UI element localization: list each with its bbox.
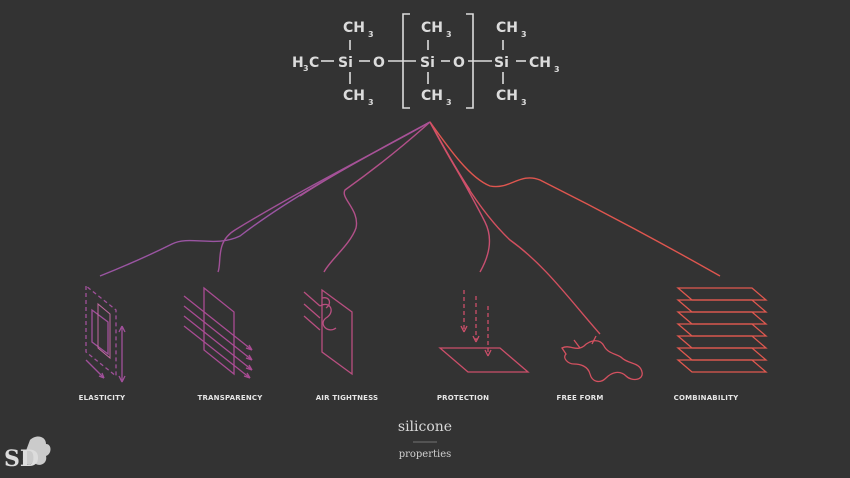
- caption-title: silicone: [398, 419, 452, 435]
- svg-text:3: 3: [521, 98, 527, 107]
- svg-text:CH: CH: [496, 20, 518, 36]
- label-combinability: COMBINABILITY: [674, 394, 739, 402]
- svg-text:CH: CH: [421, 20, 443, 36]
- connector-lines: [99, 121, 721, 335]
- svg-text:CH: CH: [343, 88, 365, 104]
- label-air-tightness: AIR TIGHTNESS: [316, 394, 379, 402]
- free-form-icon: [561, 335, 643, 383]
- elasticity-icon: [85, 284, 126, 383]
- svg-text:3: 3: [446, 98, 452, 107]
- right-ch3-side: CH 3: [529, 55, 560, 74]
- svg-text:3: 3: [368, 98, 374, 107]
- right-ch3-bottom: CH 3: [496, 88, 527, 107]
- h3c-group: H 3 C: [292, 55, 319, 73]
- connector-air-tightness: [323, 121, 431, 273]
- right-ch3-top: CH 3: [496, 20, 527, 39]
- svg-text:H: H: [292, 55, 304, 71]
- svg-text:CH: CH: [421, 88, 443, 104]
- svg-text:C: C: [309, 55, 319, 71]
- bracket-left: [402, 13, 410, 109]
- si-atom-right: Si: [494, 55, 509, 71]
- property-labels: ELASTICITY TRANSPARENCY AIR TIGHTNESS PR…: [79, 394, 739, 402]
- o-atom-right: O: [453, 55, 465, 71]
- connector-free-form: [429, 121, 601, 335]
- si-atom-left: Si: [338, 55, 353, 71]
- si-atom-middle: Si: [420, 55, 435, 71]
- o-atom-left: O: [373, 55, 385, 71]
- mid-ch3-top: CH 3: [421, 20, 452, 39]
- combinability-icon: [676, 287, 768, 373]
- svg-text:CH: CH: [496, 88, 518, 104]
- svg-text:CH: CH: [529, 55, 551, 71]
- connector-protection: [429, 121, 491, 273]
- svg-text:3: 3: [368, 30, 374, 39]
- transparency-icon: [183, 286, 253, 379]
- caption-subtitle: properties: [399, 449, 452, 460]
- sd-logo: SD: [4, 436, 51, 472]
- mid-ch3-bottom: CH 3: [421, 88, 452, 107]
- connector-elasticity: [99, 121, 431, 277]
- connector-apex-a: [299, 121, 431, 197]
- svg-text:SD: SD: [4, 446, 39, 472]
- svg-text:3: 3: [303, 64, 309, 73]
- label-transparency: TRANSPARENCY: [197, 394, 263, 402]
- air-tightness-icon: [303, 288, 353, 376]
- svg-text:3: 3: [554, 65, 560, 74]
- left-ch3-bottom: CH 3: [343, 88, 374, 107]
- label-elasticity: ELASTICITY: [79, 394, 126, 402]
- svg-text:3: 3: [521, 30, 527, 39]
- protection-icon: [438, 290, 530, 373]
- left-ch3-top: CH 3: [343, 20, 374, 39]
- connector-combinability: [429, 121, 721, 277]
- label-free-form: FREE FORM: [556, 394, 603, 402]
- svg-text:CH: CH: [343, 20, 365, 36]
- siloxane-formula: CH 3 H 3 C Si O CH 3 CH 3 Si O: [292, 13, 560, 109]
- connector-apex-b: [429, 121, 471, 191]
- connector-transparency: [217, 121, 431, 273]
- svg-text:3: 3: [446, 30, 452, 39]
- label-protection: PROTECTION: [437, 394, 489, 402]
